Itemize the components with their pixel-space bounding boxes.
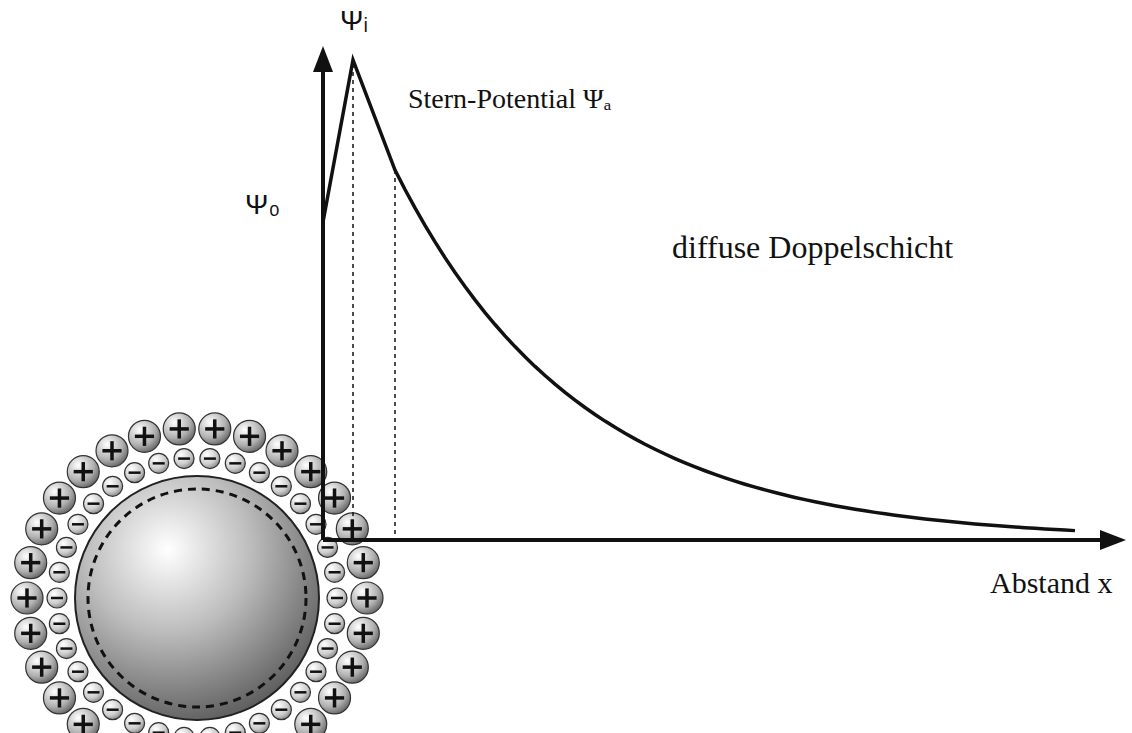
anion xyxy=(290,682,310,702)
anion xyxy=(84,682,104,702)
cation xyxy=(67,456,99,488)
inner-helmholtz-line xyxy=(352,64,354,540)
region-label: diffuse Doppelschicht xyxy=(672,230,953,265)
cation xyxy=(199,413,231,445)
anion xyxy=(56,537,76,557)
anion xyxy=(56,639,76,659)
potential-curve xyxy=(323,60,1075,531)
anion xyxy=(249,463,269,483)
anion xyxy=(68,662,88,682)
cation xyxy=(351,582,383,614)
cation xyxy=(336,651,368,683)
cation xyxy=(347,547,379,579)
anion xyxy=(68,514,88,534)
cation xyxy=(26,651,58,683)
cation xyxy=(128,420,160,452)
anion xyxy=(290,494,310,514)
cation xyxy=(266,435,298,467)
anion xyxy=(327,588,347,608)
cation xyxy=(163,413,195,445)
anion xyxy=(200,727,220,733)
cation xyxy=(15,547,47,579)
cation xyxy=(295,708,327,733)
anion xyxy=(49,562,69,582)
cation xyxy=(347,617,379,649)
cation xyxy=(26,513,58,545)
anion xyxy=(249,713,269,733)
anion xyxy=(47,588,67,608)
anion xyxy=(225,453,245,473)
cation xyxy=(234,420,266,452)
cation xyxy=(15,617,47,649)
anion xyxy=(200,449,220,469)
anion xyxy=(49,614,69,634)
anion xyxy=(84,494,104,514)
ion-cloud xyxy=(11,413,383,733)
anion xyxy=(125,713,145,733)
anion xyxy=(149,453,169,473)
cation xyxy=(67,708,99,733)
anion xyxy=(318,639,338,659)
anion xyxy=(271,476,291,496)
anion xyxy=(271,700,291,720)
colloid-particle xyxy=(75,476,319,720)
anion xyxy=(149,723,169,733)
anion xyxy=(174,449,194,469)
cation xyxy=(319,682,351,714)
anion xyxy=(325,614,345,634)
potential-axis xyxy=(321,60,325,540)
surface-potential-label: Ψ₀ xyxy=(245,190,280,221)
anion xyxy=(103,476,123,496)
stern-plane-line xyxy=(394,170,396,540)
axis-arrowhead xyxy=(313,46,333,72)
axis-arrowhead xyxy=(1100,530,1126,550)
anion xyxy=(103,700,123,720)
anion xyxy=(125,463,145,483)
cation xyxy=(43,482,75,514)
cation xyxy=(43,682,75,714)
anion xyxy=(174,727,194,733)
distance-axis xyxy=(323,538,1108,542)
stern-potential-label: Stern-Potential Ψₐ xyxy=(408,84,611,115)
anion xyxy=(306,662,326,682)
potential-label: Ψᵢ xyxy=(340,6,368,37)
cation xyxy=(96,435,128,467)
surface-charge xyxy=(88,489,306,707)
anion xyxy=(225,723,245,733)
axis-label: Abstand x xyxy=(990,566,1113,599)
anion xyxy=(325,562,345,582)
cation xyxy=(11,582,43,614)
